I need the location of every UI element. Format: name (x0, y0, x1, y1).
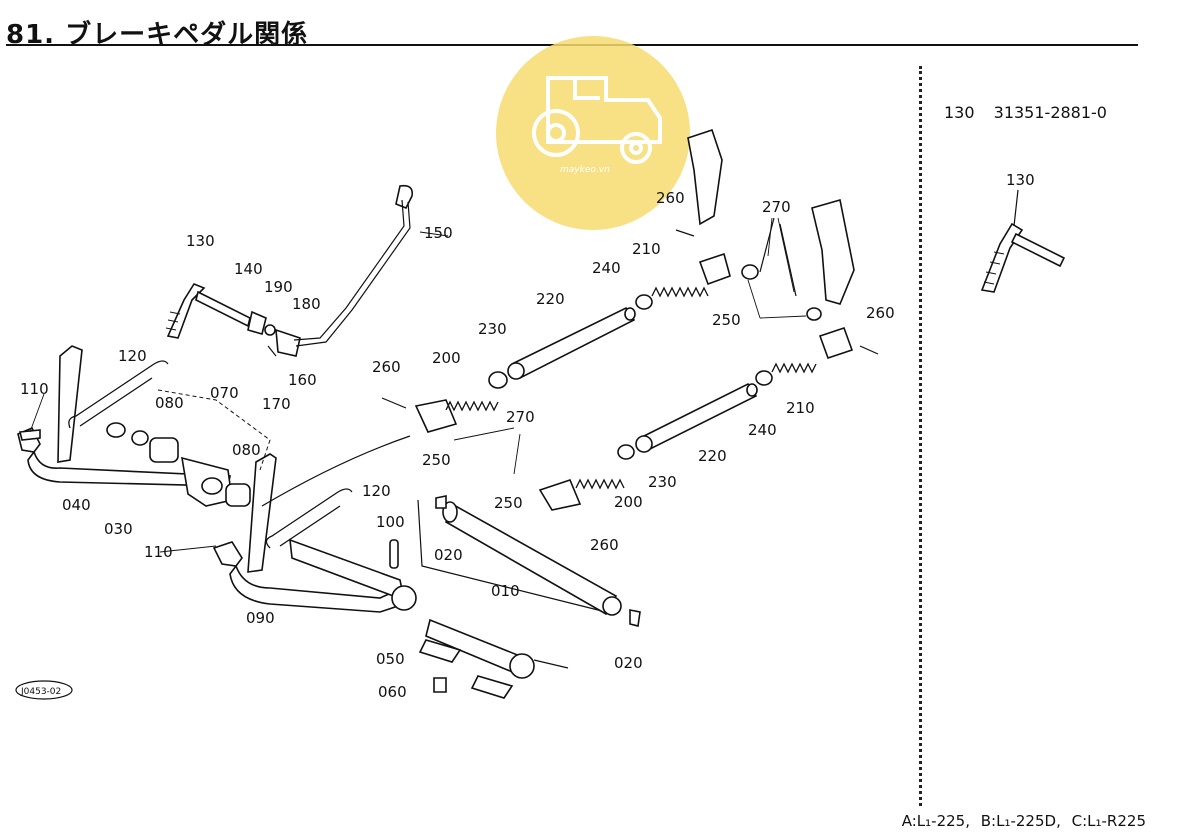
return-spring-right (265, 488, 353, 549)
callout-030: 030 (104, 520, 133, 538)
model-b: B:L₁-225D, (980, 812, 1061, 830)
side-lever-130 (980, 189, 1066, 293)
ref-code: J0453-02 (20, 687, 61, 697)
callout-140: 140 (234, 260, 263, 278)
callout-200: 200 (614, 493, 643, 511)
pedal-bushing-group (106, 389, 271, 507)
brake-rod-upper (381, 252, 731, 433)
callout-090: 090 (246, 609, 275, 627)
callout-020: 020 (614, 654, 643, 672)
side-callout-130: 130 (1006, 171, 1035, 189)
cross-shaft-010 (261, 435, 641, 699)
callout-180: 180 (292, 295, 321, 313)
callout-250: 250 (712, 311, 741, 329)
callout-170: 170 (262, 395, 291, 413)
watermark-logo: maykeo.vn (496, 36, 690, 230)
callout-200: 200 (432, 349, 461, 367)
model-a: A:L₁-225, (901, 812, 970, 830)
callout-050: 050 (376, 650, 405, 668)
model-c: C:L₁-R225 (1071, 812, 1146, 830)
callout-070: 070 (210, 384, 239, 402)
callout-220: 220 (536, 290, 565, 308)
callout-230: 230 (478, 320, 507, 338)
callout-260: 260 (590, 536, 619, 554)
side-part-reference: 130 31351-2881-0 (944, 103, 1121, 122)
callout-100: 100 (376, 513, 405, 531)
leader-lines (29, 217, 807, 553)
callout-250: 250 (494, 494, 523, 512)
callout-260: 260 (866, 304, 895, 322)
brake-pedal-right (212, 453, 399, 613)
model-footnote: A:L₁-225, B:L₁-225D, C:L₁-R225 (896, 812, 1146, 830)
return-spring-left (68, 360, 169, 429)
callout-110: 110 (144, 543, 173, 561)
side-part-number: 130 (944, 103, 975, 122)
callout-080: 080 (155, 394, 184, 412)
callout-150: 150 (424, 224, 453, 242)
watermark-circle (496, 36, 690, 230)
callout-210: 210 (786, 399, 815, 417)
dotted-divider (919, 66, 922, 806)
callout-060: 060 (378, 683, 407, 701)
callout-120: 120 (362, 482, 391, 500)
callout-110: 110 (20, 380, 49, 398)
callout-250: 250 (422, 451, 451, 469)
callout-160: 160 (288, 371, 317, 389)
callout-260: 260 (372, 358, 401, 376)
callout-130: 130 (186, 232, 215, 250)
callout-260: 260 (656, 189, 685, 207)
brake-rod-lower (538, 326, 879, 511)
callout-040: 040 (62, 496, 91, 514)
tractor-icon (532, 76, 662, 164)
brake-arms (675, 128, 855, 321)
callout-240: 240 (592, 259, 621, 277)
parking-brake-rod (293, 184, 414, 347)
callout-240: 240 (748, 421, 777, 439)
callout-270: 270 (506, 408, 535, 426)
watermark-text: maykeo.vn (560, 165, 610, 175)
callout-080: 080 (232, 441, 261, 459)
callout-230: 230 (648, 473, 677, 491)
side-part-code: 31351-2881-0 (993, 103, 1107, 122)
ref-code-badge: J0453-02 (15, 680, 73, 700)
callout-020: 020 (434, 546, 463, 564)
callout-220: 220 (698, 447, 727, 465)
callout-270: 270 (762, 198, 791, 216)
callout-120: 120 (118, 347, 147, 365)
brake-pedal-left (17, 345, 231, 487)
cross-shaft-090 (289, 538, 417, 611)
callout-190: 190 (264, 278, 293, 296)
callout-210: 210 (632, 240, 661, 258)
callout-010: 010 (491, 582, 520, 600)
parking-brake-lever (165, 283, 301, 357)
